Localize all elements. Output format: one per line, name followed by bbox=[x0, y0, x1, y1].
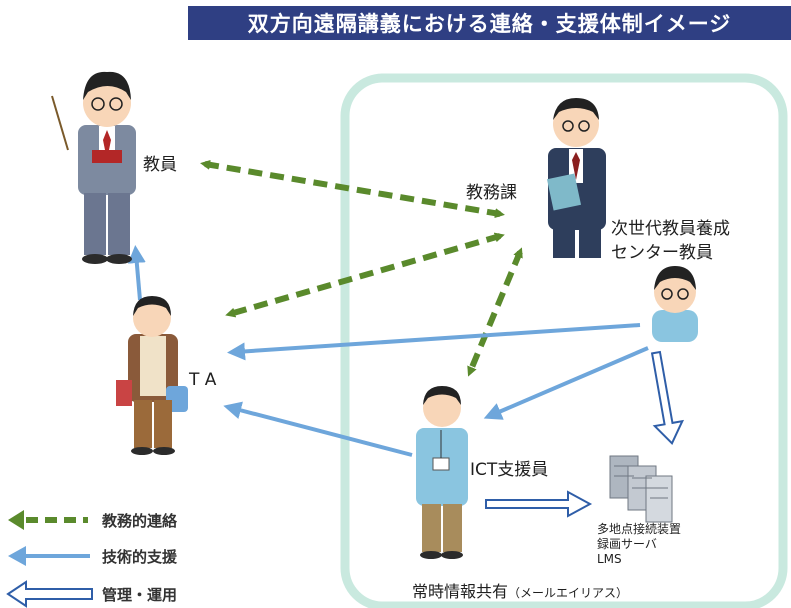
teacher-label: 教員 bbox=[143, 155, 177, 175]
support-arrow-ict-ta bbox=[223, 401, 413, 457]
center-teacher-label-line2: センター教員 bbox=[611, 243, 713, 263]
academic-affairs-figure bbox=[546, 98, 606, 258]
support-arrow-center-ict bbox=[483, 346, 649, 420]
shared-area-note: （メールエイリアス） bbox=[508, 586, 629, 600]
support-arrow-center-ta bbox=[227, 323, 641, 361]
shared-area-border bbox=[340, 73, 788, 608]
legend-management-symbol bbox=[6, 580, 93, 608]
server-label-line3: LMS bbox=[597, 552, 622, 566]
legend-academic-label: 教務的連絡 bbox=[102, 512, 178, 530]
ta-figure bbox=[116, 296, 188, 455]
server-label-line1: 多地点接続装置 bbox=[597, 522, 682, 536]
diagram-title: 双方向遠隔講義における連絡・支援体制イメージ bbox=[247, 12, 732, 36]
shared-area-title: 常時情報共有 bbox=[412, 582, 509, 601]
management-arrow-ict-servers bbox=[485, 490, 593, 518]
center-teacher-figure bbox=[652, 266, 698, 342]
legend-academic-symbol bbox=[8, 510, 88, 530]
ta-label: T A bbox=[189, 370, 217, 390]
academic-affairs-label: 教務課 bbox=[466, 183, 517, 203]
center-teacher-label-line1: 次世代教員養成 bbox=[611, 219, 730, 239]
ict-staff-figure bbox=[416, 386, 468, 559]
shared-area-label: 常時情報共有（メールエイリアス） bbox=[412, 578, 628, 602]
academic-arrow-affairs-ta bbox=[225, 232, 505, 318]
academic-arrow-affairs-ict bbox=[467, 247, 523, 377]
server-label-line2: 録画サーバ bbox=[597, 537, 657, 551]
legend-support-label: 技術的支援 bbox=[102, 548, 178, 566]
title-banner: 双方向遠隔講義における連絡・支援体制イメージ bbox=[188, 6, 791, 40]
server-icon bbox=[609, 455, 673, 523]
legend-management-label: 管理・運用 bbox=[102, 586, 178, 604]
support-arrow-ta-teacher bbox=[127, 245, 146, 301]
ict-staff-label: ICT支援員 bbox=[470, 460, 549, 480]
legend-support-symbol bbox=[8, 546, 90, 566]
management-arrow-center-servers bbox=[650, 350, 685, 446]
academic-arrow-teacher-affairs bbox=[200, 159, 505, 219]
teacher-figure bbox=[51, 71, 136, 264]
